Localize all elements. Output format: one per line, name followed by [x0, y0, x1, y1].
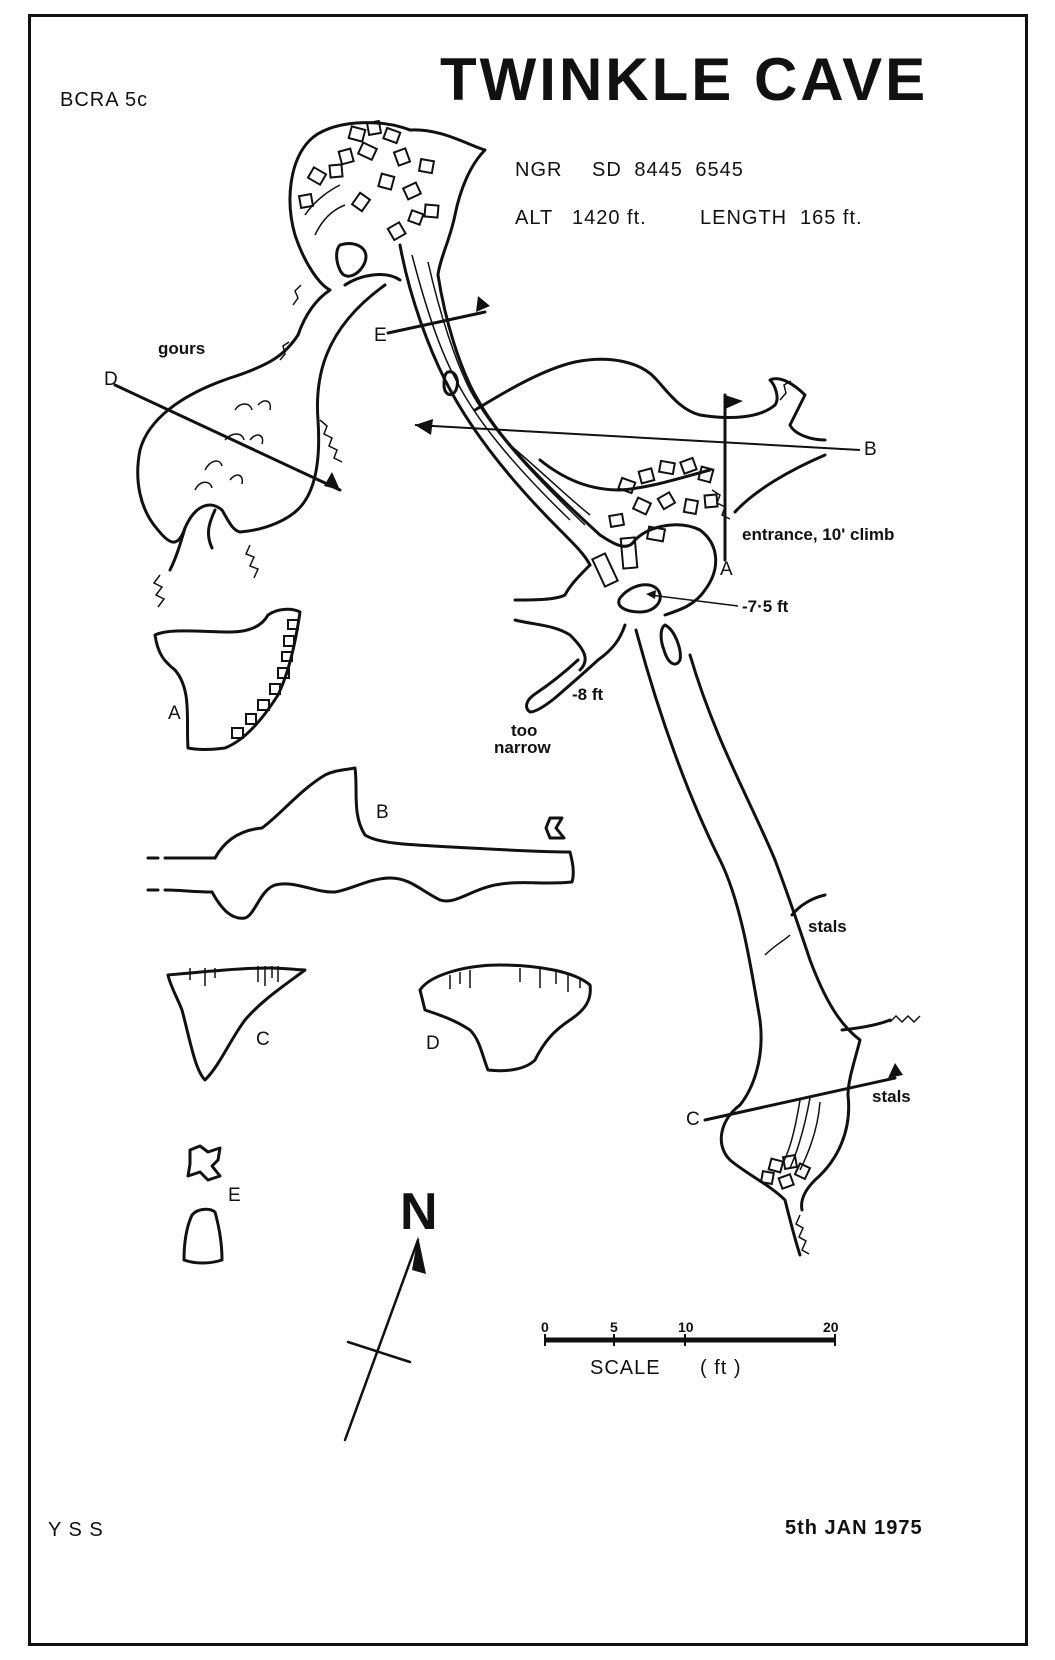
scale-tick-5: 5 — [610, 1319, 618, 1335]
gours-label: gours — [158, 339, 206, 358]
stals-label-upper: stals — [808, 917, 847, 936]
main-passage — [398, 243, 637, 567]
altitude-label: ALT — [515, 207, 554, 229]
scale-unit: ( ft ) — [700, 1357, 742, 1379]
depth-pointer — [649, 594, 739, 607]
section-line-label-c: C — [686, 1109, 700, 1130]
survey-sheet — [28, 14, 1028, 1646]
length-value: 165 ft. — [800, 207, 863, 229]
scale-tick-20: 20 — [823, 1319, 839, 1335]
section-line-b — [414, 424, 861, 451]
upper-boulder-chamber — [288, 119, 487, 337]
stals-label-lower: stals — [872, 1087, 911, 1106]
north-arrow-icon — [343, 1236, 426, 1442]
ngr-label: NGR — [515, 159, 563, 181]
profile-label-d: D — [426, 1033, 440, 1054]
section-line-d — [113, 383, 342, 492]
scale-tick-0: 0 — [541, 1319, 549, 1335]
too-narrow-label-line2: narrow — [494, 738, 551, 757]
profile-label-e: E — [228, 1185, 241, 1206]
section-line-e — [386, 310, 487, 335]
north-label: N — [400, 1183, 438, 1241]
section-line-c — [703, 1076, 897, 1122]
section-line-label-b: B — [864, 439, 877, 460]
lower-passage — [634, 628, 921, 1257]
section-line-label-a: A — [720, 559, 733, 580]
depth-7-5ft-label: -7·5 ft — [742, 597, 789, 616]
cross-section-c — [166, 966, 307, 1082]
cross-section-a — [153, 607, 302, 751]
profile-label-c: C — [256, 1029, 270, 1050]
scale-bar — [544, 1334, 836, 1346]
surveyor-initials: Y S S — [48, 1519, 104, 1541]
cross-section-e — [182, 1144, 224, 1265]
entrance-label: entrance, 10' climb — [742, 525, 895, 544]
length-label: LENGTH — [700, 207, 788, 229]
cave-title: TWINKLE CAVE — [440, 46, 929, 113]
depth-8ft-label: -8 ft — [572, 685, 604, 704]
scale-tick-10: 10 — [678, 1319, 694, 1335]
profile-label-a: A — [168, 703, 181, 724]
section-line-label-e: E — [374, 325, 387, 346]
profile-label-b: B — [376, 802, 389, 823]
bcra-grade: BCRA 5c — [60, 89, 149, 111]
scale-label: SCALE — [590, 1357, 661, 1379]
entrance-chamber — [473, 357, 827, 714]
section-lines — [113, 296, 903, 1122]
cross-section-d — [418, 963, 592, 1073]
section-line-label-d: D — [104, 369, 118, 390]
too-narrow-label-line1: too — [511, 721, 538, 740]
ngr-value: SD 8445 6545 — [592, 159, 744, 181]
altitude-value: 1420 ft. — [572, 207, 647, 229]
cross-section-b — [146, 766, 575, 920]
gours-chamber — [136, 283, 387, 608]
survey-date: 5th JAN 1975 — [785, 1517, 923, 1539]
